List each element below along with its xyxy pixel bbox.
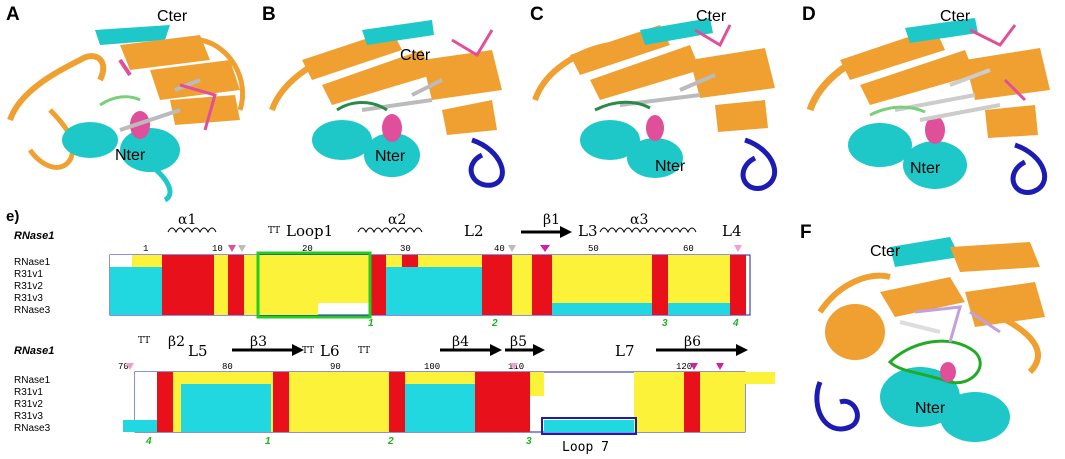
panel-f-cter-label: Cter bbox=[870, 243, 901, 260]
ss-label-l6: L6 bbox=[320, 342, 340, 360]
seq-name-b2-1: R31v1 bbox=[14, 387, 43, 398]
structure-panel-b bbox=[262, 0, 530, 205]
loop7-label: Loop 7 bbox=[562, 440, 609, 455]
panel-b-cter-label: Cter bbox=[400, 47, 431, 64]
panel-f-nter-label: Nter bbox=[915, 400, 946, 417]
ss-label-alpha1: α1 bbox=[178, 212, 197, 228]
num-tick-b2-3: 100 bbox=[424, 362, 441, 372]
ss-label-beta4: β4 bbox=[452, 334, 470, 350]
ss-label-l5: L5 bbox=[188, 342, 208, 360]
green-num-b2-2: 2 bbox=[388, 436, 394, 447]
seq-name-b1-1: R31v1 bbox=[14, 269, 43, 280]
panel-label-e: e) bbox=[6, 208, 20, 225]
ss-label-beta2: β2 bbox=[168, 334, 186, 350]
structure-panel-f bbox=[800, 222, 1065, 459]
tt-mark-b2-0: TT bbox=[138, 336, 151, 346]
num-tick-b2-0: 70 bbox=[118, 362, 129, 372]
panel-label-c: C bbox=[530, 4, 544, 25]
seq-name-b2-0: RNase1 bbox=[14, 375, 51, 386]
structure-panel-a bbox=[0, 0, 265, 205]
panel-label-a: A bbox=[6, 4, 20, 25]
tt-mark-b2-1: TT bbox=[302, 346, 315, 356]
green-num-b1-0: 1 bbox=[368, 318, 374, 329]
num-tick-b1-1: 10 bbox=[212, 244, 223, 254]
seq-name-b1-0: RNase1 bbox=[14, 257, 51, 268]
seq-name-b1-3: R31v3 bbox=[14, 293, 43, 304]
num-tick-b2-4: 110 bbox=[508, 362, 525, 372]
ss-label-alpha2: α2 bbox=[388, 212, 407, 228]
panel-d-nter-label: Nter bbox=[910, 160, 941, 177]
num-tick-b1-4: 40 bbox=[494, 244, 505, 254]
green-num-b1-1: 2 bbox=[492, 318, 498, 329]
panel-c-nter-label: Nter bbox=[655, 158, 686, 175]
green-num-b2-0: 4 bbox=[146, 436, 152, 447]
panel-b-nter-label: Nter bbox=[375, 148, 406, 165]
ss-label-l7: L7 bbox=[615, 342, 635, 360]
tt-mark-b2-2: TT bbox=[358, 346, 371, 356]
seq-name-b1-2: R31v2 bbox=[14, 281, 43, 292]
ss-label-l4: L4 bbox=[722, 222, 742, 240]
tt-mark-b1-0: TT bbox=[268, 226, 281, 236]
ss-label-l3: L3 bbox=[578, 222, 598, 240]
seq-name-b2-4: RNase3 bbox=[14, 423, 51, 434]
green-num-b1-2: 3 bbox=[662, 318, 668, 329]
panel-label-f: F bbox=[800, 222, 812, 243]
ss-label-alpha3: α3 bbox=[630, 212, 649, 228]
ss-label-l2: L2 bbox=[464, 222, 484, 240]
num-tick-b2-1: 80 bbox=[222, 362, 233, 372]
panel-d-cter-label: Cter bbox=[940, 8, 971, 25]
num-tick-b1-3: 30 bbox=[400, 244, 411, 254]
num-tick-b1-2: 20 bbox=[302, 244, 313, 254]
structure-panel-c bbox=[530, 0, 800, 205]
ss-label-beta3: β3 bbox=[250, 334, 268, 350]
panel-a-nter-label: Nter bbox=[115, 147, 146, 164]
ss-label-beta5: β5 bbox=[510, 334, 528, 350]
green-num-b1-3: 4 bbox=[733, 318, 739, 329]
panel-a-cter-label: Cter bbox=[157, 8, 188, 25]
num-tick-b1-5: 50 bbox=[588, 244, 599, 254]
num-tick-b1-0: 1 bbox=[143, 244, 149, 254]
green-num-b2-1: 1 bbox=[265, 436, 271, 447]
ss-label-beta6: β6 bbox=[684, 334, 702, 350]
green-num-b2-3: 3 bbox=[526, 436, 532, 447]
ss-label-loop1: Loop1 bbox=[286, 222, 334, 240]
seq-name-b2-2: R31v2 bbox=[14, 399, 43, 410]
ss-label-beta1: β1 bbox=[543, 212, 561, 228]
panel-label-d: D bbox=[802, 4, 816, 25]
seq-name-b1-4: RNase3 bbox=[14, 305, 51, 316]
num-tick-b1-6: 60 bbox=[683, 244, 694, 254]
num-tick-b2-2: 90 bbox=[330, 362, 341, 372]
num-tick-b2-5: 120 bbox=[676, 362, 693, 372]
panel-label-b: B bbox=[262, 4, 276, 25]
seq-name-b2-3: R31v3 bbox=[14, 411, 43, 422]
structure-panel-d bbox=[800, 0, 1065, 215]
reference-label-block1: RNase1 bbox=[14, 230, 55, 242]
panel-c-cter-label: Cter bbox=[696, 8, 727, 25]
reference-label-block2: RNase1 bbox=[14, 345, 55, 357]
